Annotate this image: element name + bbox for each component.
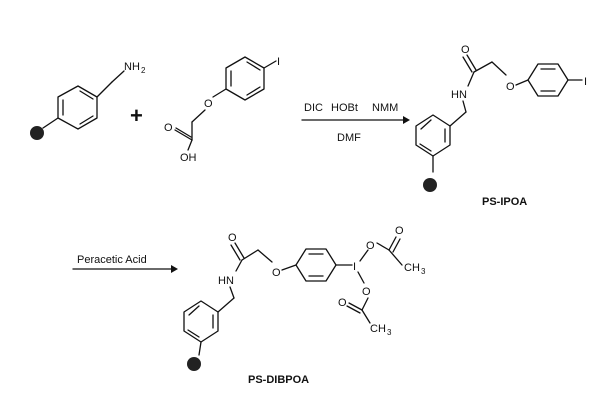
amide-oxygen-label-p2: O	[228, 232, 237, 244]
methyl-label-lower: CH	[370, 323, 386, 335]
reactant-iodophenoxyacetic-acid: I O O OH	[164, 56, 280, 164]
iodine-label-p2: I	[353, 261, 356, 273]
reagent-hobt: HOBt	[331, 102, 358, 114]
ether-oxygen-label-p2: O	[272, 267, 281, 279]
amide-oxygen-label: O	[461, 44, 470, 56]
reagent-peracetic-acid: Peracetic Acid	[77, 254, 147, 266]
iodo-label-p1: I	[584, 76, 587, 88]
resin-bead-icon	[187, 357, 201, 371]
reaction-arrow-2: Peracetic Acid	[72, 254, 178, 273]
reactant-benzylamine: NH 2	[30, 61, 146, 140]
acetoxy-carbonyl-lower: O	[338, 297, 347, 309]
hydroxyl-label: OH	[180, 152, 197, 164]
amide-nh-label-p2: HN	[218, 275, 234, 287]
amide-nh-label-p1: HN	[451, 89, 467, 101]
amine-subscript: 2	[141, 66, 146, 75]
product-ps-ipoa: O O I HN PS-IPOA	[415, 44, 587, 208]
product-ps-dibpoa: O O I O O CH 3 O O CH 3 HN	[183, 225, 426, 386]
plus-sign: +	[130, 103, 143, 128]
product-label-ps-dibpoa: PS-DIBPOA	[248, 374, 309, 386]
acetoxy-oxygen-lower: O	[362, 286, 371, 298]
reaction-arrow-1: DIC HOBt NMM DMF	[301, 102, 410, 144]
methyl-sub-upper: 3	[421, 267, 426, 276]
acetoxy-carbonyl-upper: O	[395, 225, 404, 237]
carbonyl-oxygen-label: O	[164, 122, 173, 134]
ether-oxygen-label-p1: O	[506, 81, 515, 93]
acetoxy-oxygen-upper: O	[366, 240, 375, 252]
iodo-label: I	[277, 56, 280, 68]
solvent-dmf: DMF	[337, 132, 361, 144]
methyl-label-upper: CH	[404, 262, 420, 274]
resin-bead-icon	[423, 178, 437, 192]
reagent-nmm: NMM	[372, 102, 398, 114]
product-label-ps-ipoa: PS-IPOA	[482, 196, 527, 208]
amine-label: NH	[124, 61, 140, 73]
ether-oxygen-label: O	[204, 98, 213, 110]
methyl-sub-lower: 3	[387, 328, 392, 337]
resin-bead-icon	[30, 126, 44, 140]
reagent-dic: DIC	[304, 102, 323, 114]
